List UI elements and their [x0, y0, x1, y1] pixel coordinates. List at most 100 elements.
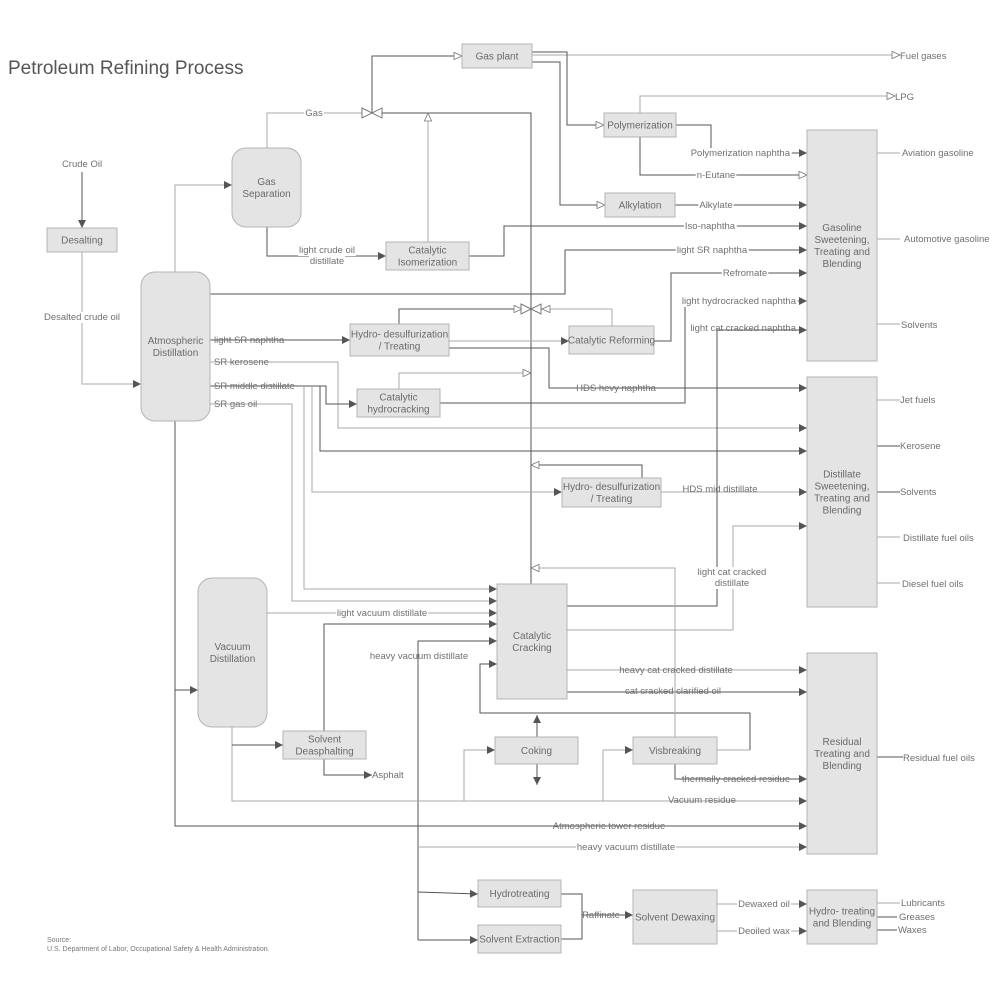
label-dewaxed-oil: Dewaxed oil: [737, 899, 791, 910]
label-background: [713, 578, 751, 589]
flow-label-text: Alkylate: [699, 200, 732, 211]
unit-label: and Blending: [813, 919, 871, 930]
flow-line: [210, 361, 807, 432]
flow-line: [231, 727, 807, 805]
flow-label-text: SR middle distillate: [214, 381, 295, 392]
unit-box: [231, 147, 302, 228]
label-lubricants: Lubricants: [901, 898, 945, 909]
flow-label-text: light SR naphtha: [677, 245, 748, 256]
flow-line: [210, 246, 807, 295]
flow-label-text: heavy vacuum distillate: [577, 842, 675, 853]
label-hds-hevy-naphtha: HDS hevy naphtha: [576, 383, 656, 394]
flow-line: [463, 746, 495, 801]
unit-box: [806, 129, 878, 362]
flow-label-text: heavy vacuum distillate: [370, 651, 468, 662]
label-deoiled-wax: Deoiled wax: [737, 926, 792, 937]
label-sr-kerosene: SR kerosene: [214, 357, 269, 368]
flow-label-text: light hydrocracked naphtha: [682, 296, 797, 307]
source-label: Source:: [47, 937, 72, 944]
unit-label: Residual: [823, 737, 862, 748]
unit-label: Gasoline: [822, 223, 862, 234]
unit-label: Vacuum: [215, 642, 251, 653]
flow-label-text: Atmospheric tower residue: [553, 821, 665, 832]
label-solvents-distillate: Solvents: [900, 487, 937, 498]
label-light-cat-cracked-distillate-0: light cat cracked: [696, 567, 768, 578]
unit-label: Hydro- desulfurization: [563, 482, 660, 493]
label-thermally-cracked-residue: thermally cracked residue: [682, 774, 790, 785]
flow-label-text: Aviation gasoline: [902, 148, 974, 159]
flow-line: [210, 403, 497, 605]
label-background: [675, 245, 749, 256]
flow-label-text: Solvents: [900, 487, 937, 498]
label-desalted-crude-oil: Desalted crude oil: [42, 312, 122, 323]
label-background: [304, 108, 324, 119]
flow-label-text: Solvents: [901, 320, 938, 331]
flow-label-text: light cat cracked: [698, 567, 767, 578]
flow-label-text: Iso-naphtha: [685, 221, 736, 232]
source-text: U.S. Department of Labor, Occupational S…: [47, 946, 270, 953]
unit-label: Distillate: [823, 470, 861, 481]
flow-label-text: Raffinate: [582, 910, 620, 921]
label-atmospheric-tower-residue: Atmospheric tower residue: [553, 821, 665, 832]
label-background: [42, 312, 122, 323]
label-automotive-gasoline: Automotive gasoline: [904, 234, 990, 245]
flow-line: [674, 764, 807, 783]
flow-line: [567, 326, 807, 607]
unit-box: [494, 736, 579, 765]
hydrogen-valve-icon: [520, 303, 542, 315]
unit-hds-treating-2: Hydro- desulfurization/ Treating: [561, 477, 662, 508]
flow-label-text: Vacuum residue: [668, 795, 736, 806]
unit-box: [477, 924, 562, 954]
unit-label: Blending: [823, 506, 862, 517]
label-background: [695, 170, 737, 181]
flow-line: [561, 893, 583, 915]
label-background: [698, 200, 734, 211]
flow-line: [417, 889, 479, 898]
page-title: Petroleum Refining Process: [8, 58, 244, 79]
flow-label-text: Kerosene: [900, 441, 941, 452]
flow-line: [531, 568, 676, 737]
label-background: [308, 256, 346, 267]
label-asphalt: Asphalt: [372, 770, 404, 781]
flow-line: [479, 660, 751, 750]
flow-line: [266, 112, 362, 148]
label-diesel-fuel-oils: Diesel fuel oils: [902, 579, 963, 590]
flow-label-text: Desalted crude oil: [44, 312, 120, 323]
label-background: [696, 567, 768, 578]
flow-label-text: Dewaxed oil: [738, 899, 790, 910]
unit-label: Separation: [242, 189, 290, 200]
unit-label: Cracking: [512, 643, 551, 654]
unit-alkylation: Alkylation: [604, 192, 676, 218]
label-background: [737, 926, 792, 937]
label-n-eutane: n-Eutane: [695, 170, 737, 181]
label-cat-cracked-clarified-oil: cat cracked clarified oil: [625, 686, 721, 697]
flow-line: [174, 690, 807, 830]
flow-line: [398, 373, 531, 389]
flow-line: [531, 465, 643, 478]
unit-label: Solvent Dewaxing: [635, 913, 715, 924]
label-hds-mid-distillate: HDS mid distillate: [683, 484, 758, 495]
flow-label-text: light cat cracked naphtha: [690, 323, 796, 334]
flow-label-text: Crude Oil: [62, 159, 102, 170]
label-kerosene: Kerosene: [900, 441, 941, 452]
unit-box: [197, 577, 268, 728]
flow-label-text: Gas: [305, 108, 323, 119]
unit-visbreaking: Visbreaking: [632, 736, 718, 765]
label-sr-gas-oil: SR gas oil: [214, 399, 257, 410]
unit-label: Sweetening,: [814, 482, 869, 493]
flow-line: [174, 421, 198, 694]
unit-label: Visbreaking: [649, 746, 701, 757]
unit-box: [385, 241, 470, 271]
label-light-vacuum-distillate: light vacuum distillate: [335, 608, 429, 619]
unit-box: [282, 730, 367, 760]
flow-label-text: Deoiled wax: [738, 926, 790, 937]
unit-label: Atmospheric: [148, 336, 204, 347]
label-light-cat-cracked-naphtha: light cat cracked naphtha: [690, 323, 796, 334]
unit-label: Sweetening,: [814, 235, 869, 246]
unit-label: Hydrotreating: [489, 889, 549, 900]
